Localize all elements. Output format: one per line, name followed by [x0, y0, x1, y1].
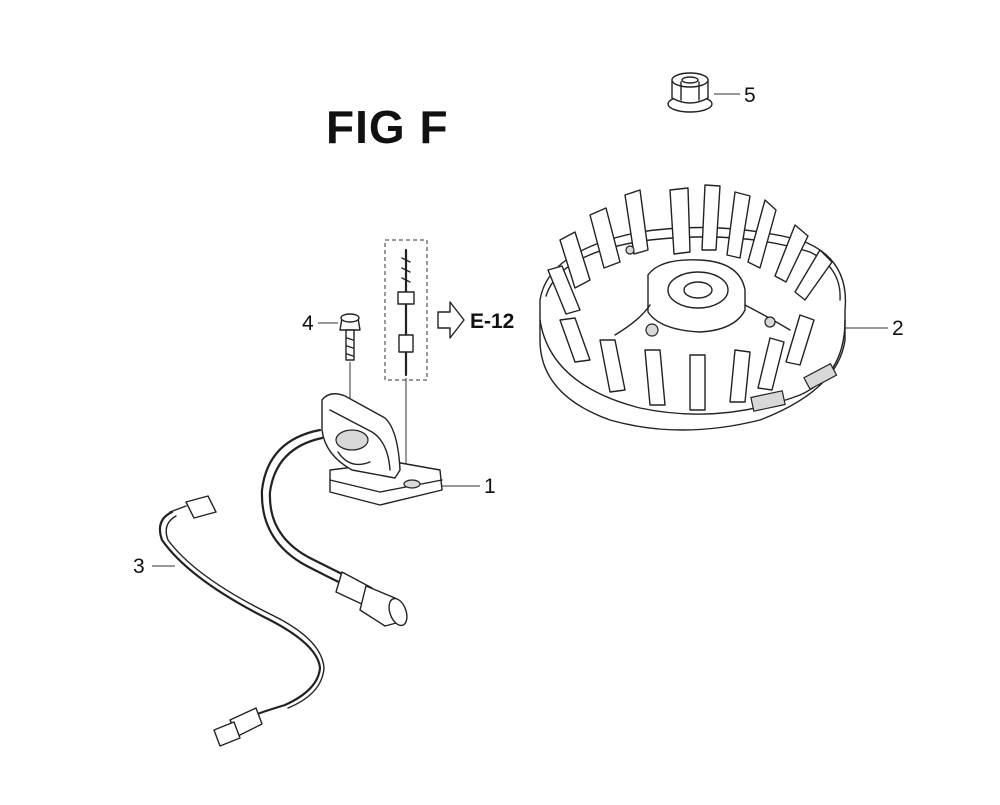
- part-3-stop-wire[interactable]: [158, 495, 325, 747]
- fig-title: FIG F: [326, 101, 449, 153]
- part-1-ignition-coil[interactable]: [321, 393, 443, 506]
- part-4-bolt[interactable]: [339, 313, 361, 361]
- callout-2[interactable]: 2: [892, 317, 904, 340]
- callout-4[interactable]: 4: [302, 312, 314, 335]
- reference-e12-label[interactable]: E-12: [470, 310, 515, 333]
- callout-5[interactable]: 5: [744, 84, 756, 107]
- e12-stud-group: [384, 239, 428, 381]
- e12-arrow[interactable]: [437, 301, 465, 339]
- callout-1[interactable]: 1: [484, 475, 496, 498]
- part-1-spark-plug-lead: [260, 428, 408, 627]
- callout-3[interactable]: 3: [133, 555, 145, 578]
- part-2-flywheel[interactable]: [539, 184, 847, 431]
- part-5-flange-nut[interactable]: [667, 72, 713, 113]
